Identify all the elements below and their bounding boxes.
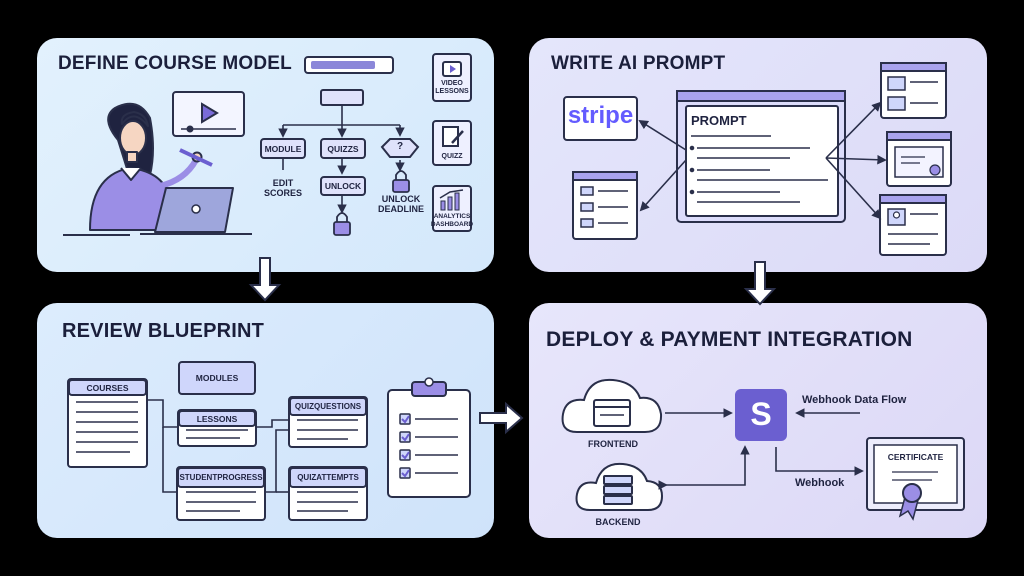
unlock-node: UNLOCK bbox=[320, 176, 366, 196]
title-define-course-model: DEFINE COURSE MODEL bbox=[58, 53, 292, 74]
unlock-deadline-label: UNLOCK DEADLINE bbox=[377, 194, 424, 214]
table-courses: COURSES bbox=[68, 379, 147, 396]
video-lessons-label: VIDEO LESSONS bbox=[435, 80, 469, 95]
module-node: MODULE bbox=[260, 138, 306, 159]
backend-label: BACKEND bbox=[595, 517, 641, 527]
quizzs-node: QUIZZS bbox=[320, 138, 366, 159]
webhook-label: Webhook bbox=[795, 477, 845, 489]
title-deploy-payment: DEPLOY & PAYMENT INTEGRATION bbox=[546, 328, 913, 351]
webhook-data-flow-label: Webhook Data Flow bbox=[802, 394, 907, 406]
table-quizquestions: QUIZQUESTIONS bbox=[289, 397, 367, 416]
prompt-label: PROMPT bbox=[691, 113, 747, 128]
decision-label: ? bbox=[396, 141, 404, 152]
title-write-ai-prompt: WRITE AI PROMPT bbox=[551, 53, 726, 74]
table-modules: MODULES bbox=[178, 361, 256, 395]
certificate-label: CERTIFICATE bbox=[887, 452, 944, 462]
frontend-label: FRONTEND bbox=[588, 439, 638, 449]
stripe-logo: stripe bbox=[567, 102, 634, 129]
title-review-blueprint: REVIEW BLUEPRINT bbox=[62, 320, 265, 342]
table-lessons: LESSONS bbox=[178, 410, 256, 427]
stripe-s-logo: S bbox=[750, 396, 772, 432]
analytics-dashboard-label: ANALYTICS DASHBOARD bbox=[430, 213, 474, 228]
edit-scores-label: EDIT SCORES bbox=[263, 178, 302, 198]
table-quizattempts: QUIZATTEMPTS bbox=[289, 467, 367, 488]
quiz-label: QUIZZ bbox=[441, 153, 463, 160]
table-studentprogress: STUDENTPROGRESS bbox=[177, 467, 265, 488]
